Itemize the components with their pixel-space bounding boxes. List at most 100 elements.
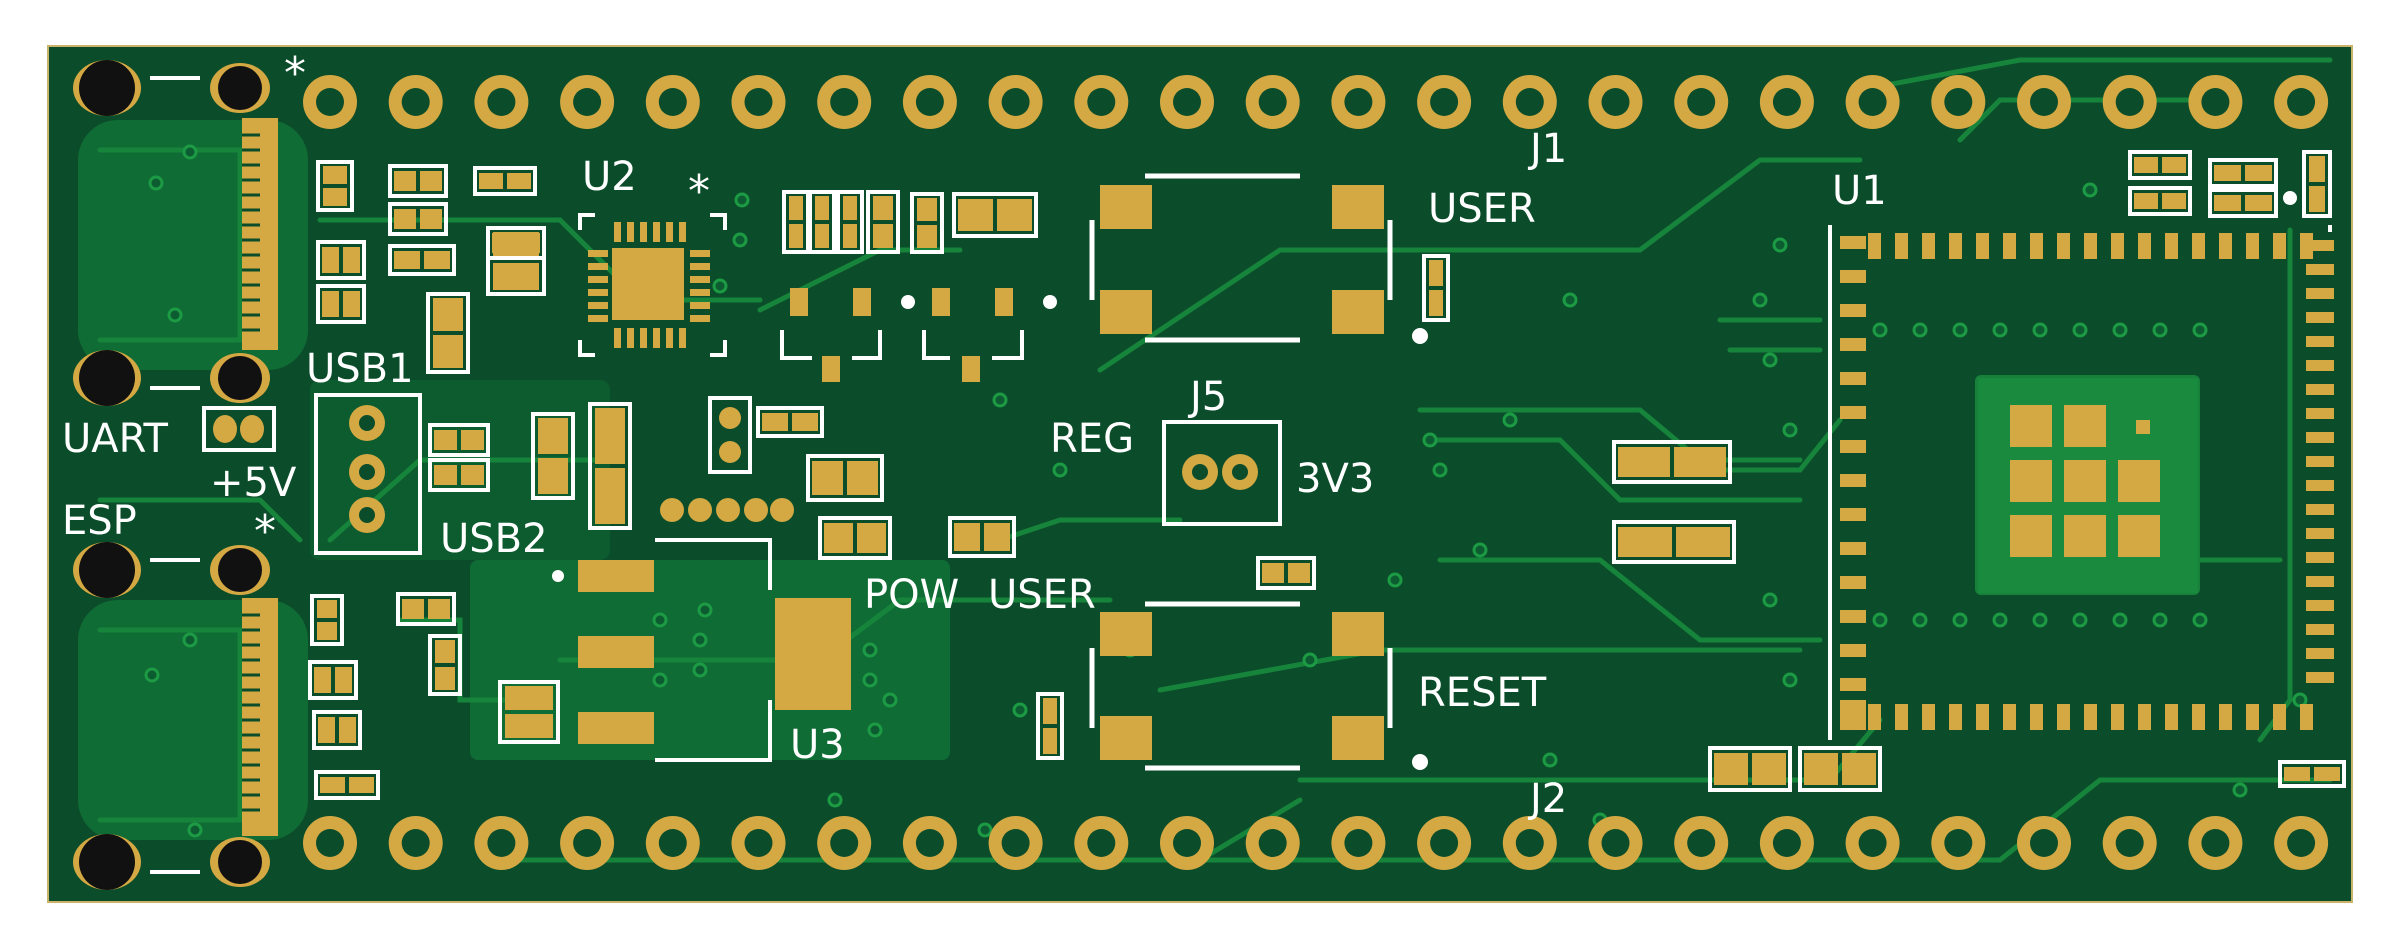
component-pad	[792, 413, 818, 431]
j1-pin-hole	[830, 88, 859, 116]
component-pad	[320, 777, 345, 793]
component-outline	[486, 226, 546, 260]
component-pad	[322, 247, 339, 273]
component-pad	[2214, 165, 2241, 181]
u2-pin	[690, 276, 710, 283]
u1-pad	[2003, 233, 2016, 259]
component-pad	[507, 173, 531, 189]
u1-pad	[2273, 233, 2286, 259]
component-pad	[538, 418, 568, 454]
component-outline	[428, 423, 490, 457]
u1-pad	[1949, 704, 1962, 730]
component-outline	[756, 406, 824, 438]
component-outline	[310, 594, 344, 646]
u2-pin	[640, 222, 647, 242]
component-pad	[505, 714, 553, 738]
j1-pin-hole	[1772, 88, 1801, 116]
component-pad	[873, 224, 893, 248]
component-outline	[2128, 186, 2192, 216]
component-outline	[1612, 440, 1732, 484]
j1-pin-hole	[915, 88, 944, 116]
component-pad	[1262, 563, 1284, 583]
component-pad	[1288, 563, 1310, 583]
u1-pad	[2165, 704, 2178, 730]
j2-pin-hole	[1430, 829, 1459, 857]
component-pad	[847, 461, 878, 495]
j2-pin-hole	[1687, 829, 1716, 857]
u1-pad	[2306, 360, 2334, 371]
component-pad	[2309, 156, 2325, 182]
label-plus5v: +5V	[210, 460, 297, 506]
component-outline	[316, 284, 366, 324]
component-outline	[2302, 150, 2332, 218]
component-pad	[789, 196, 803, 220]
label-esp: ESP	[62, 498, 137, 544]
component-outline	[1708, 746, 1792, 792]
u2-pin	[588, 250, 608, 257]
u1-pad	[2306, 576, 2334, 587]
component-outline	[316, 160, 354, 212]
j1-pin-hole	[1430, 88, 1459, 116]
u2-pin	[627, 222, 634, 242]
component-outline	[396, 592, 456, 626]
component-pad	[984, 523, 1010, 551]
jumper-j5	[1162, 420, 1282, 526]
component-outline	[316, 240, 366, 280]
usb-outline-silk	[150, 76, 200, 874]
component-outline	[836, 190, 864, 254]
j1-pin-hole	[2115, 88, 2144, 116]
u1-pad	[2306, 240, 2334, 251]
u1-pad	[1840, 304, 1866, 317]
component-pad	[1618, 447, 1670, 477]
label-user-top: USER	[1428, 186, 1536, 232]
component-pad	[339, 717, 356, 743]
usb-pad-dividers	[242, 133, 260, 812]
u1-pad	[2306, 336, 2334, 347]
component-pad	[317, 622, 337, 640]
passive-components	[308, 150, 2346, 800]
u1-pad	[2084, 704, 2097, 730]
j1-pin-hole	[1515, 88, 1544, 116]
test-pads	[660, 396, 794, 522]
component-pad	[958, 199, 993, 231]
component-pad	[954, 523, 980, 551]
u1-pad	[1895, 233, 1908, 259]
component-outline	[818, 516, 892, 560]
u1-pad	[2273, 704, 2286, 730]
j1-pin-hole	[1858, 88, 1887, 116]
component-pad	[2314, 767, 2340, 781]
j2-pin-hole	[401, 829, 430, 857]
component-pad	[762, 413, 788, 431]
u1-pad	[2306, 672, 2334, 683]
u1-pad	[1868, 233, 1881, 259]
j2-pin-hole	[744, 829, 773, 857]
u1-pad	[2246, 233, 2259, 259]
u1-pad	[2306, 384, 2334, 395]
u2-pin	[627, 328, 634, 348]
u2-qfn	[578, 213, 727, 357]
u2-pin	[588, 315, 608, 322]
j2-pin-hole	[1344, 829, 1373, 857]
u1-pad	[2306, 648, 2334, 659]
u1-pad	[2111, 704, 2124, 730]
component-outline	[1422, 254, 1450, 322]
u1-pad	[2306, 504, 2334, 515]
component-pad	[317, 600, 337, 618]
sot23-footprints	[780, 288, 1024, 382]
label-reg: REG	[1050, 416, 1134, 462]
component-pad	[815, 224, 829, 248]
component-outline	[426, 292, 470, 374]
u1-pad	[2306, 264, 2334, 275]
component-pad	[435, 667, 455, 690]
u1-center-pads	[2010, 405, 2160, 557]
component-pad	[323, 188, 347, 206]
u1-pad	[1840, 610, 1866, 623]
component-pad	[1429, 260, 1443, 286]
u1-pad	[1840, 508, 1866, 521]
j1-pin-hole	[1087, 88, 1116, 116]
component-outline	[2208, 158, 2278, 188]
u2-pin	[614, 222, 621, 242]
u2-pin	[679, 328, 686, 348]
u1-pad	[2057, 233, 2070, 259]
u1-pad	[1840, 700, 1866, 730]
